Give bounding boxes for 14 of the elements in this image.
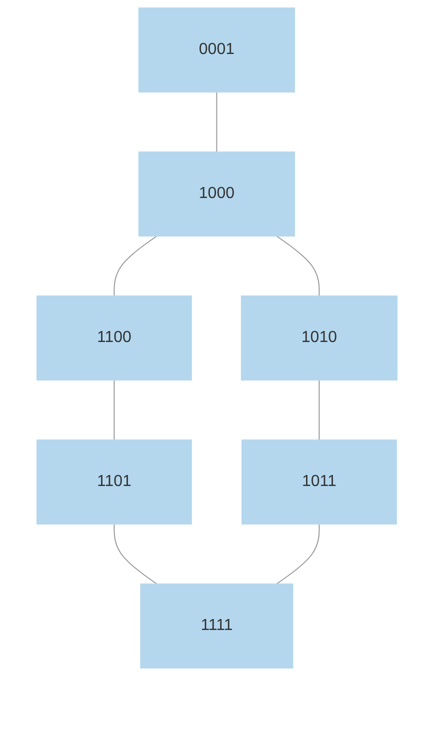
connector	[216, 92, 218, 152]
connector	[114, 380, 115, 440]
node-box: 1111	[140, 584, 294, 668]
connector	[276, 524, 320, 584]
node-box: 1100	[36, 296, 192, 380]
node-box: 1101	[36, 440, 192, 524]
connector	[114, 524, 158, 584]
node-box: 1010	[240, 296, 398, 380]
node-box: 1000	[138, 152, 295, 236]
connector	[318, 380, 320, 440]
node-box: 1011	[242, 440, 397, 524]
connector	[114, 236, 158, 296]
connector	[276, 236, 320, 296]
node-box: 0001	[138, 8, 295, 92]
